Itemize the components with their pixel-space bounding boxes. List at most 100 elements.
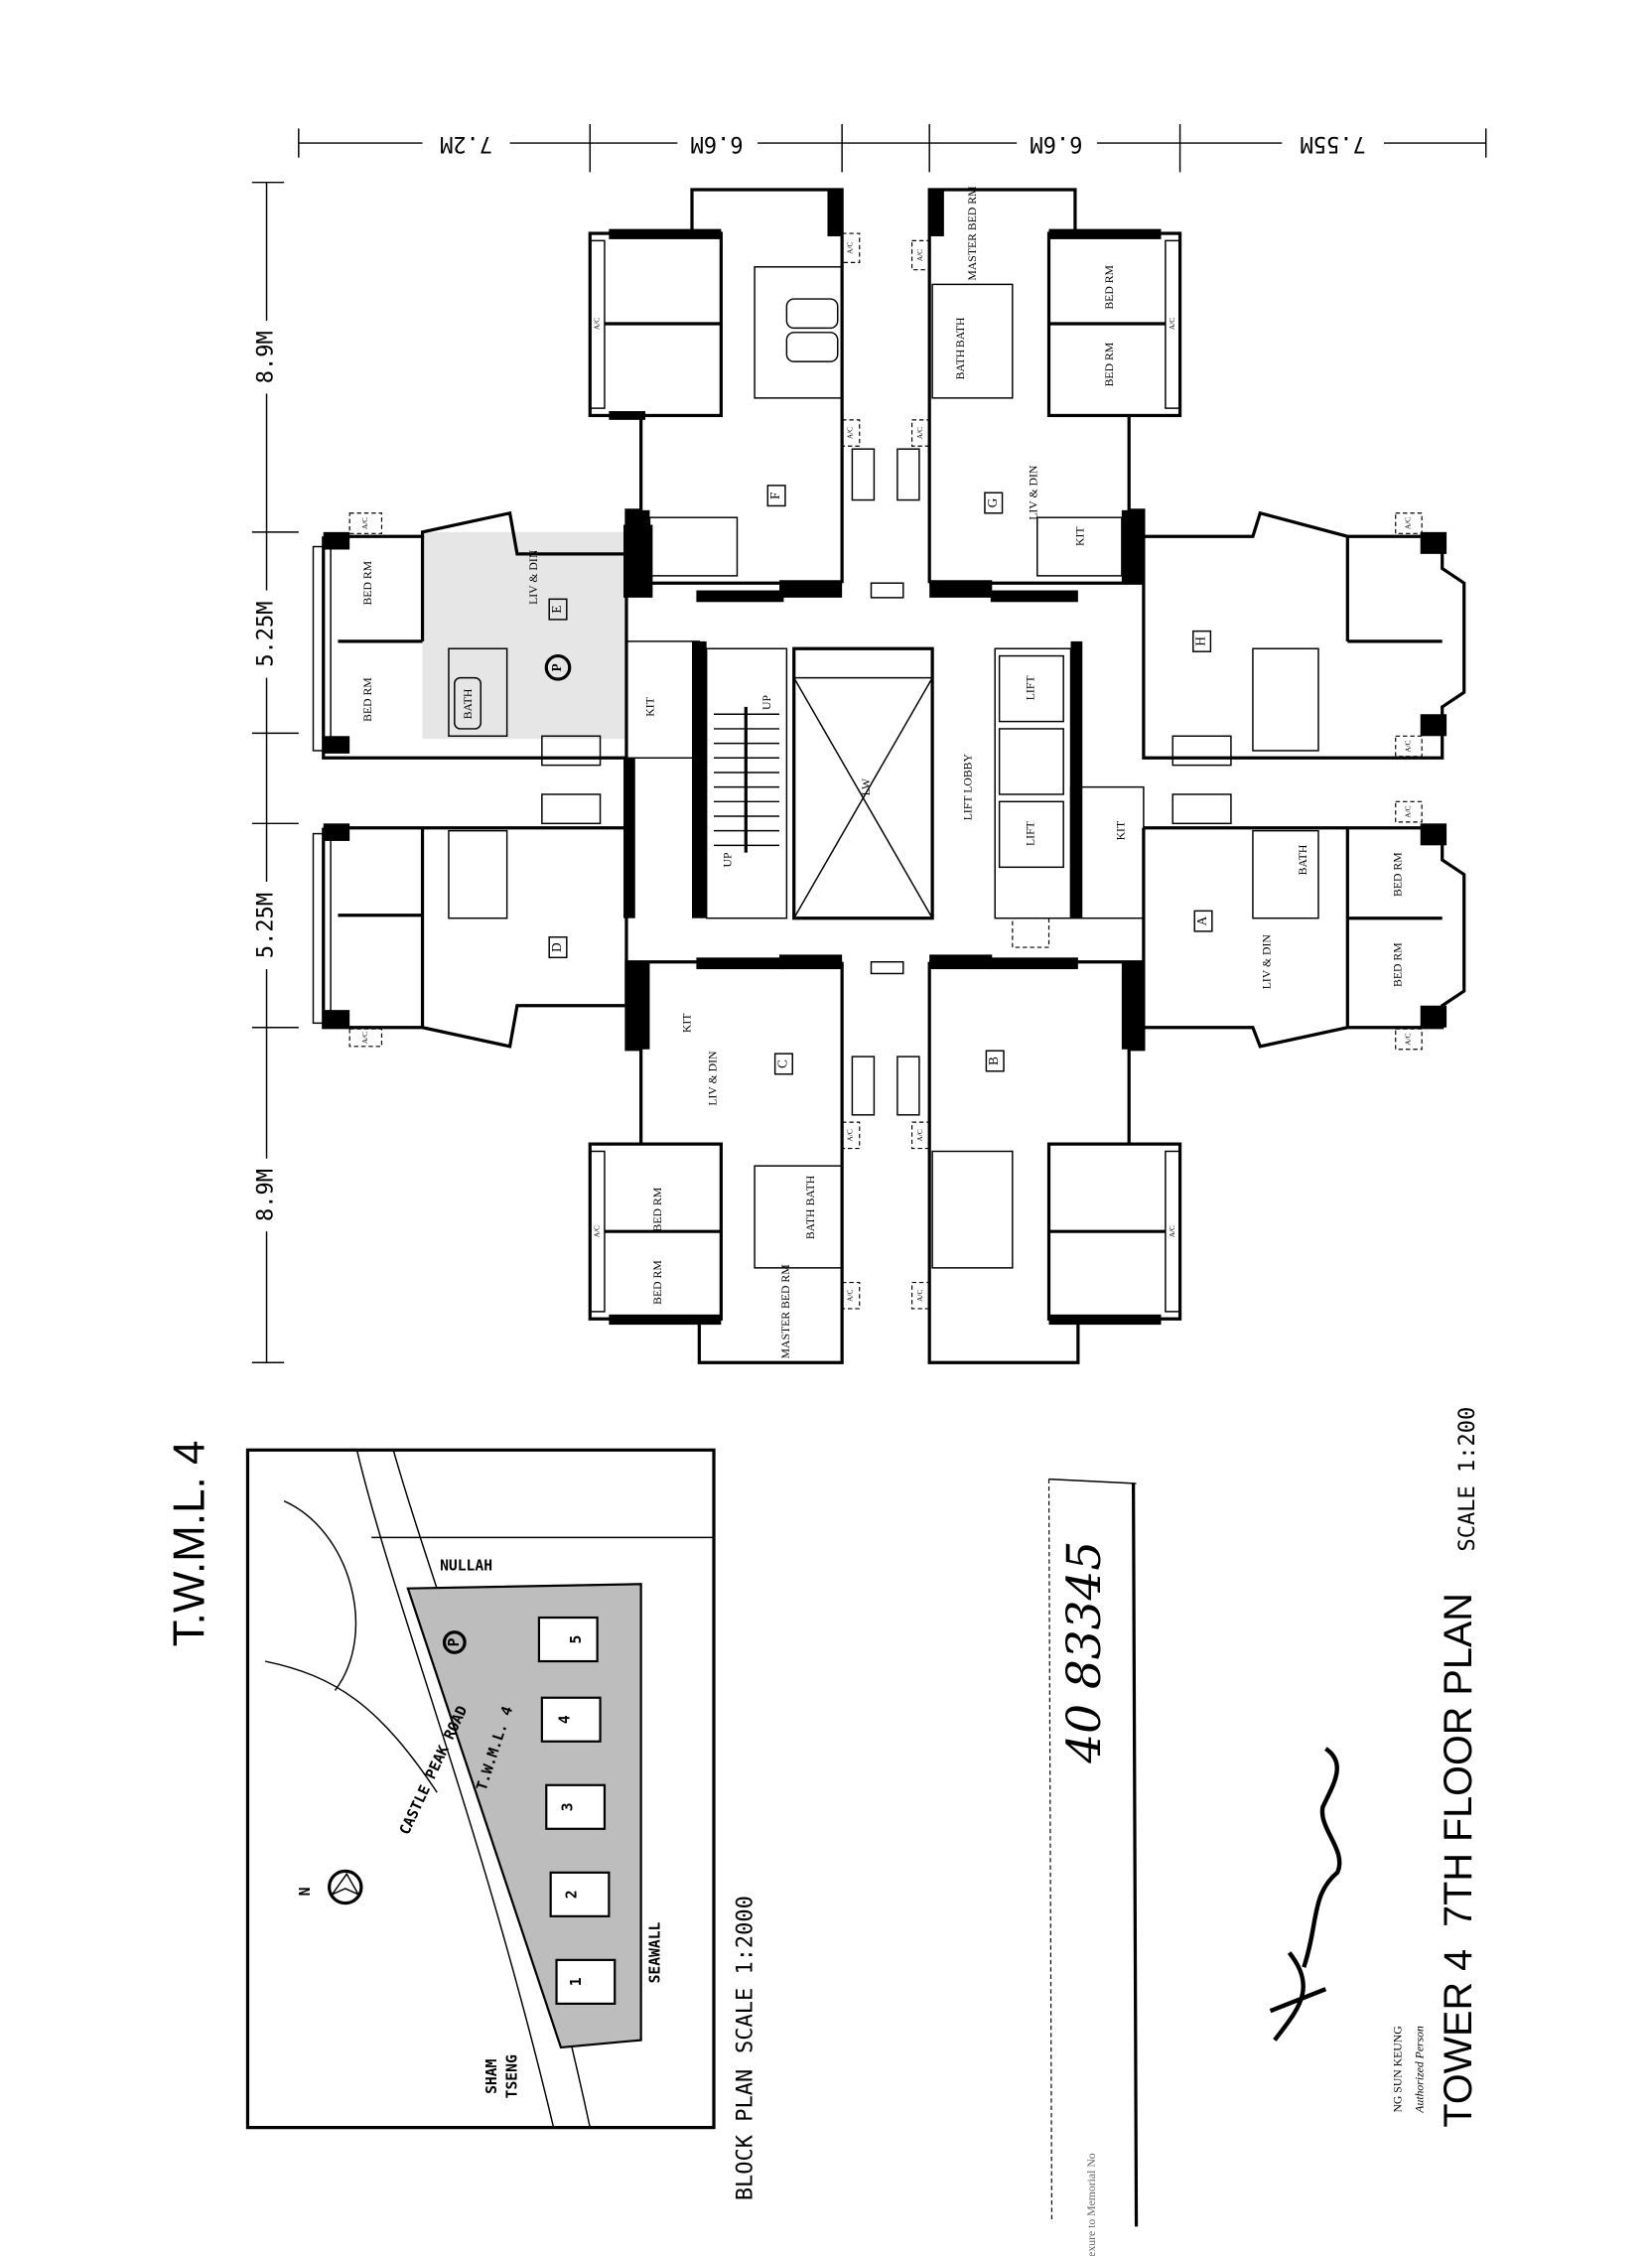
road-label: CASTLE PEAK ROAD (396, 1703, 471, 1837)
seawall-label: SEAWALL (646, 1921, 663, 1983)
room-label: BED RM (1391, 942, 1404, 987)
room-label: LIV & DIN (707, 1051, 720, 1106)
ac-label: A/C (1404, 1033, 1413, 1045)
room-label: KIT (1115, 821, 1128, 841)
dimension-label: 7.55M (1301, 131, 1366, 156)
room-labels: MASTER BED RM BED RM BED RM BATH BATH LI… (361, 186, 1404, 1359)
signatory-name: NG SUN KEUNG (1391, 2026, 1404, 2113)
unit-c (588, 954, 904, 1364)
unit-g (870, 188, 1182, 599)
signature (1269, 1747, 1342, 2042)
unit-labels: F G E H D A C B P (544, 485, 1213, 1075)
room-label: LIV & DIN (527, 549, 540, 605)
site-title: T.W.M.L. 4 (165, 1440, 213, 1646)
room-label: UP (760, 695, 773, 710)
ac-label: A/C (915, 249, 924, 261)
ac-labels: A/C A/C A/C A/C A/C A/C A/C A/C A/C A/C … (360, 241, 1413, 1301)
plan-scale: SCALE 1:200 (1455, 1407, 1480, 1552)
ac-label: A/C (915, 1290, 924, 1302)
ac-label: A/C (1404, 517, 1413, 529)
dimension-label: 6.6M (1030, 131, 1082, 156)
unit-label: B (986, 1057, 1001, 1065)
dimension-label: 7.2M (440, 131, 492, 156)
unit-label: G (985, 497, 1000, 507)
room-label: KIT (680, 1014, 693, 1034)
unit-label: C (774, 1059, 789, 1068)
tower-number: 2 (564, 1890, 581, 1899)
tower-number: 1 (568, 1977, 585, 1986)
ac-label: A/C (592, 1225, 601, 1237)
memorial-number: 40 83345 (1057, 1541, 1112, 1764)
room-label: LIV & DIN (1260, 934, 1273, 990)
unit-label: H (1193, 636, 1208, 646)
annexure-label: Annexure to Memorial No (1085, 2153, 1098, 2256)
ac-label: A/C (846, 1129, 855, 1141)
ac-label: A/C (360, 1032, 369, 1044)
room-label: UP (721, 852, 734, 867)
block-plan-title: BLOCK PLAN (733, 2069, 757, 2200)
unit-h (1070, 510, 1466, 918)
ac-label: A/C (360, 517, 369, 529)
floor-plan: A/C A/C A/C A/C A/C A/C A/C A/C A/C A/C … (312, 186, 1466, 1364)
block-plan-scale: SCALE 1:2000 (733, 1896, 757, 2053)
parking-symbol: P (446, 1637, 463, 1646)
ac-label: A/C (846, 427, 855, 439)
ac-label: A/C (915, 427, 924, 439)
dimension-label: 5.25M (254, 893, 279, 958)
nullah-label: NULLAH (440, 1558, 492, 1575)
tower-footprints: 1 2 3 4 5 (537, 1616, 617, 2005)
parking-symbol: P (549, 663, 564, 671)
tower-number: 3 (559, 1802, 576, 1811)
room-label: BED RM (651, 1260, 664, 1305)
room-label: BATH (804, 1175, 817, 1205)
ac-label: A/C (846, 241, 855, 253)
room-label: BATH (462, 688, 475, 719)
room-label: BATH (954, 349, 967, 379)
tower-number: 5 (568, 1635, 585, 1644)
ac-label: A/C (1404, 740, 1413, 752)
ac-label: A/C (1168, 318, 1176, 330)
room-label: BED RM (1103, 342, 1116, 386)
room-label: MASTER BED RM (779, 1264, 792, 1359)
room-label: BED RM (651, 1187, 664, 1231)
place-label: TSENG (504, 2054, 521, 2098)
ac-label: A/C (1404, 805, 1413, 817)
dimension-label: 8.9M (254, 1169, 279, 1221)
unit-b (896, 954, 1182, 1364)
room-label: LIFT (1025, 675, 1037, 700)
block-plan: 1 2 3 4 5 NULLAH CASTLE PEAK ROAD T.W.M.… (245, 1448, 757, 2200)
ac-label: A/C (1168, 1225, 1176, 1237)
room-label: KIT (644, 697, 657, 717)
room-label: LW (860, 777, 873, 795)
north-label: N (297, 1887, 314, 1896)
unit-d (312, 758, 635, 1049)
room-label: BATH (954, 317, 967, 348)
room-label: MASTER BED RM (966, 186, 979, 281)
ac-label: A/C (846, 1290, 855, 1302)
dimension-label: 6.6M (690, 131, 743, 156)
tower-number: 4 (556, 1715, 573, 1724)
room-label: BED RM (1103, 264, 1116, 309)
unit-a (1069, 785, 1466, 1051)
room-label: BED RM (1391, 852, 1404, 897)
north-arrow-icon (328, 1869, 363, 1905)
top-dimension-line: 7.2M 6.6M 6.6M 7.55M (298, 123, 1487, 173)
ac-label: A/C (592, 318, 601, 330)
ac-label: A/C (915, 1129, 924, 1141)
room-label: BED RM (361, 677, 374, 722)
place-label: SHAM (483, 2058, 500, 2093)
unit-label: D (549, 942, 564, 952)
dimension-label: 5.25M (254, 601, 279, 666)
room-label: BED RM (361, 560, 374, 605)
room-label: LIV & DIN (1028, 465, 1040, 520)
unit-label: F (767, 492, 782, 498)
room-label: KIT (1073, 526, 1086, 546)
unit-label: A (1194, 916, 1209, 925)
plan-title: TOWER 4 7TH FLOOR PLAN (1437, 1593, 1480, 2127)
room-label: LIFT LOBBY (961, 754, 974, 821)
signatory-role: Authorized Person (1413, 2026, 1426, 2114)
room-label: BATH (1297, 844, 1309, 875)
left-dimension-line: 8.9M 5.25M 5.25M 8.9M (251, 181, 299, 1363)
unit-e (312, 510, 701, 767)
